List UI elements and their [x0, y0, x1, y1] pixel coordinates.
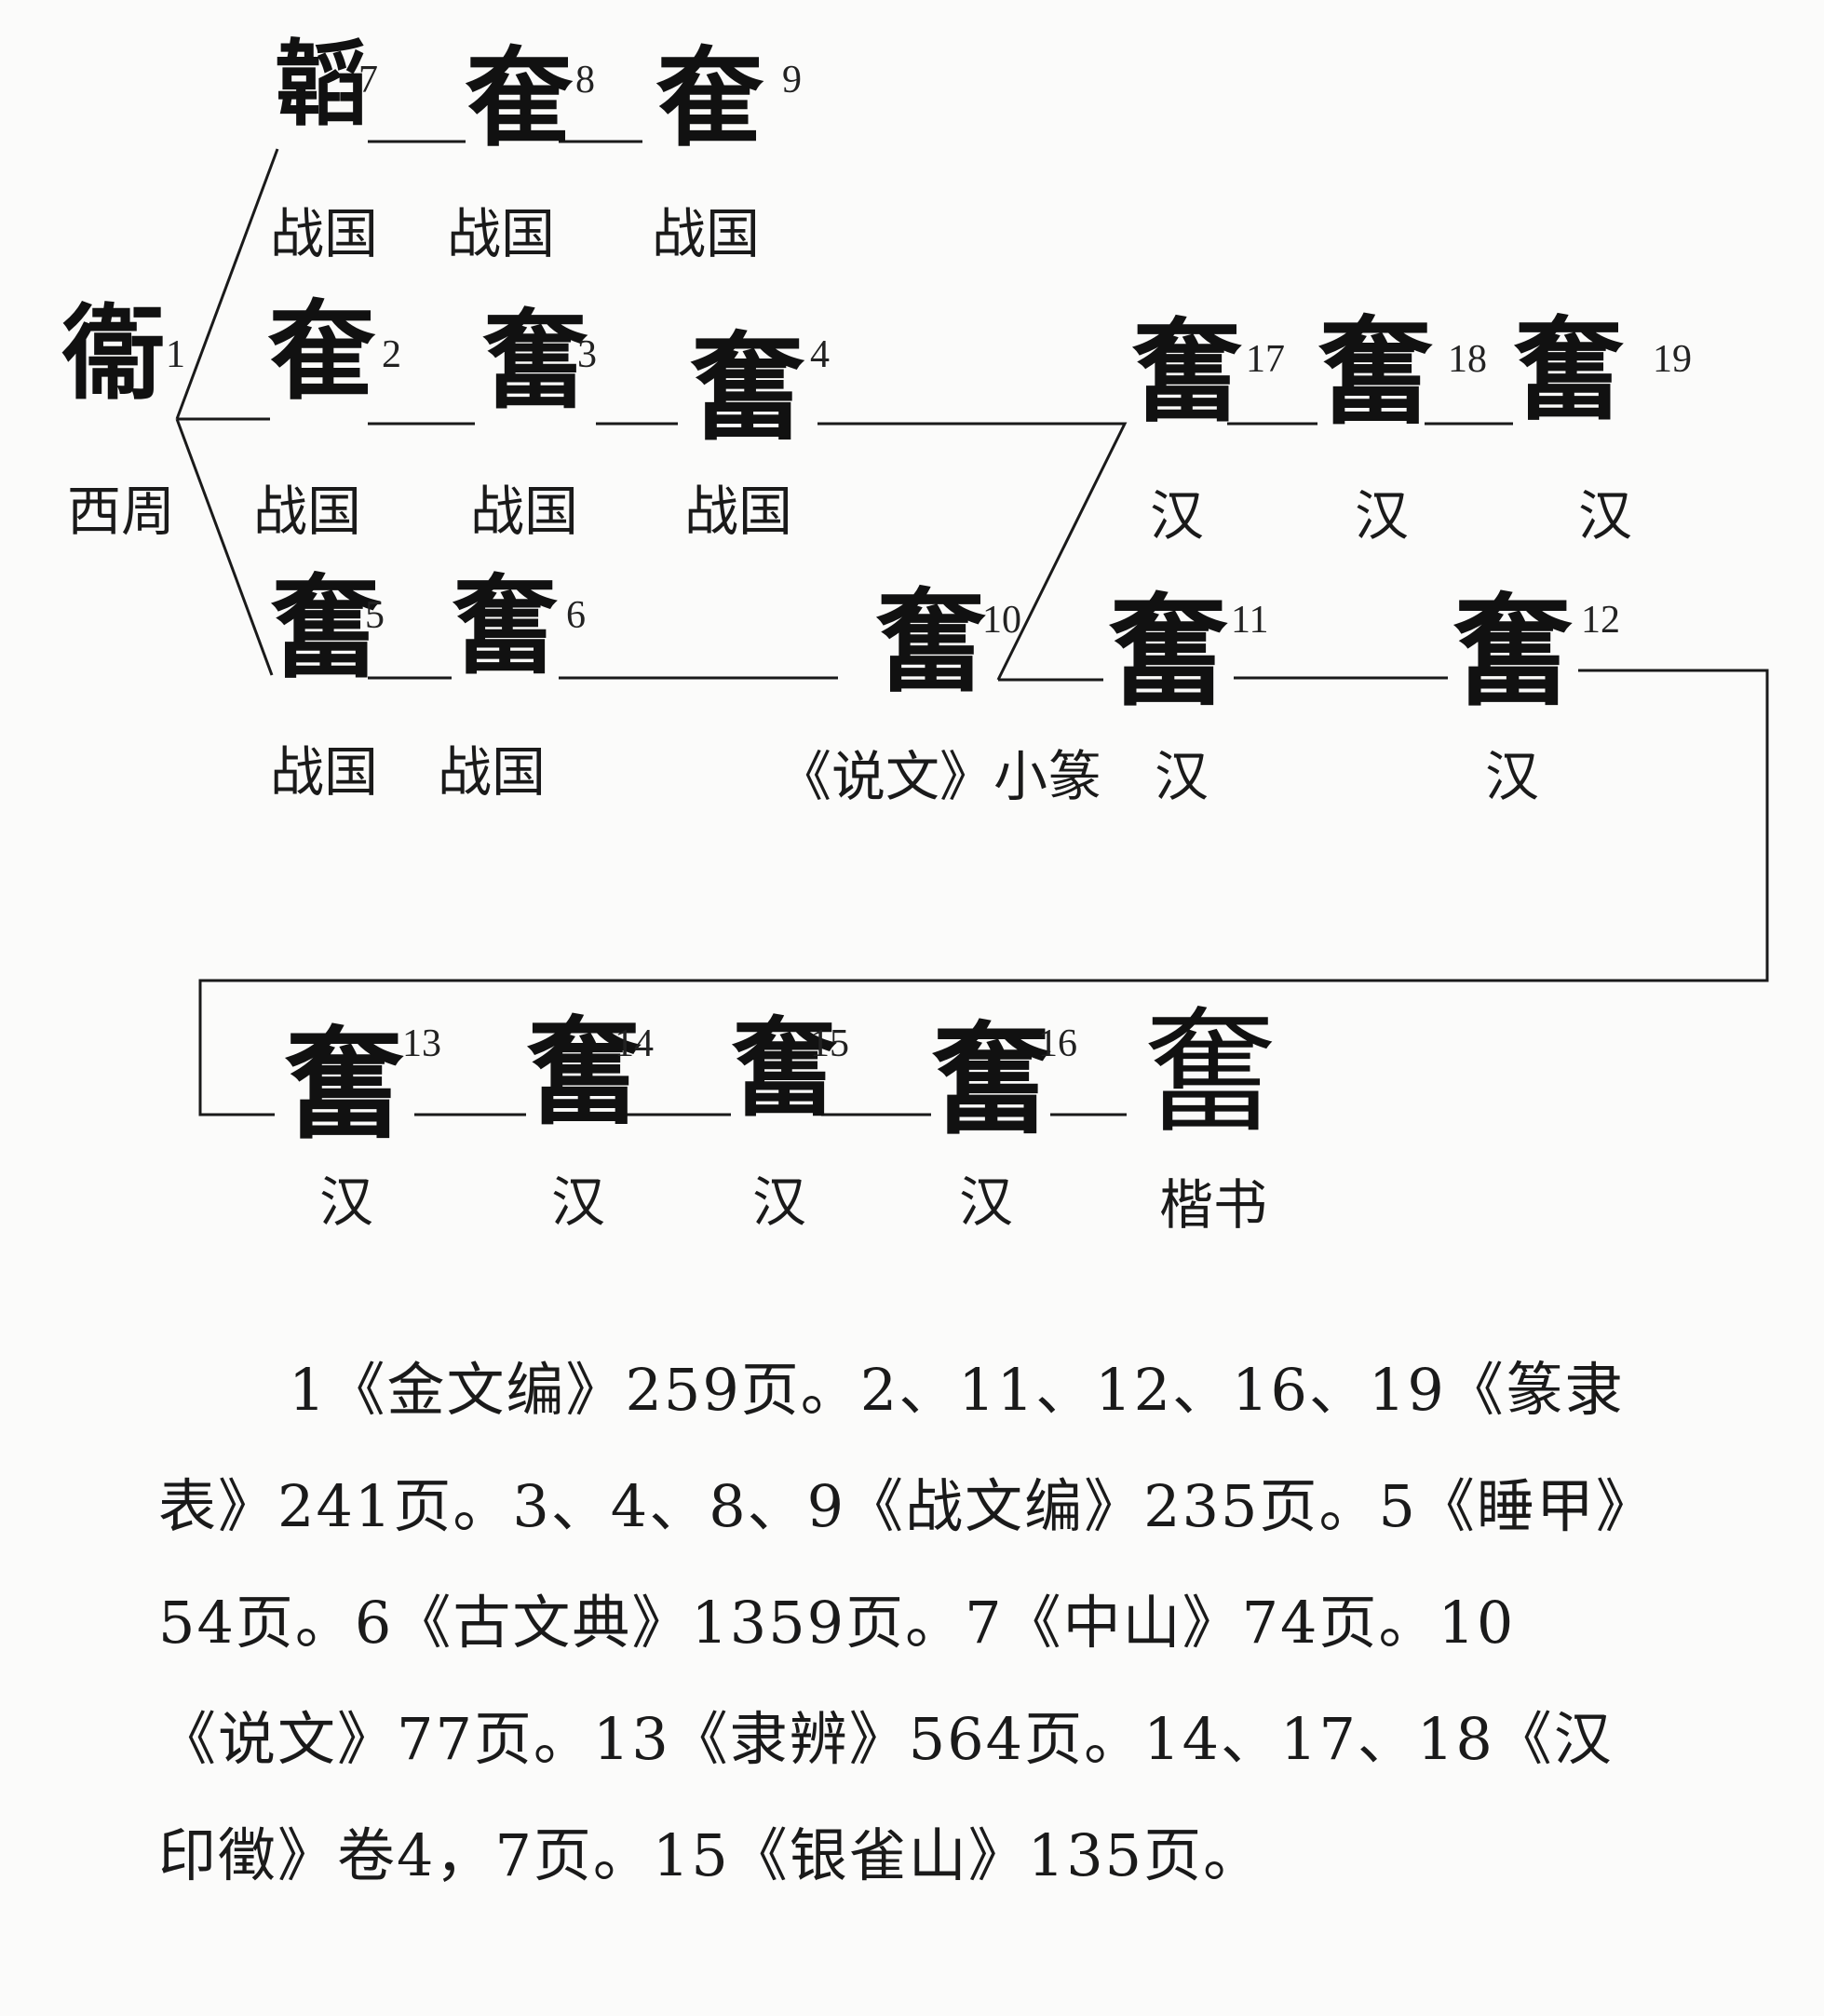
glyph-9-character: 奞: [656, 35, 764, 161]
glyph-12-number: 12: [1581, 599, 1620, 642]
glyph-10-number: 10: [982, 599, 1021, 642]
glyph-7-character: 韜: [275, 29, 368, 139]
glyph-1-era: 西周: [67, 480, 176, 543]
glyph-final-character: 奮: [1142, 994, 1278, 1152]
glyph-4-era: 战国: [684, 480, 793, 543]
connector-4-17-zigzag: [817, 422, 1128, 681]
glyph-8-era: 战国: [447, 202, 556, 265]
glyph-3-era: 战国: [470, 480, 579, 543]
glyph-10-era: 《说文》小篆: [777, 745, 1102, 808]
glyph-14-character: 奮: [526, 1005, 642, 1141]
glyph-12-era: 汉: [1485, 745, 1540, 808]
glyph-13-character: 奮: [283, 1013, 405, 1156]
glyph-18-character: 奮: [1317, 304, 1434, 440]
glyph-15-character: 奮: [731, 1006, 839, 1131]
branch-line-bottom: [175, 418, 274, 676]
glyph-14-number: 14: [615, 1022, 654, 1065]
glyph-4-character: 奮: [689, 320, 806, 456]
glyph-17-era: 汉: [1150, 484, 1205, 548]
glyph-11-number: 11: [1231, 599, 1269, 642]
evolution-diagram: [175, 140, 1769, 1116]
glyph-6-number: 6: [566, 594, 586, 637]
branch-line-top: [175, 148, 279, 420]
glyph-1-number: 1: [166, 333, 185, 376]
glyph-6-era: 战国: [438, 740, 547, 804]
glyph-18-number: 18: [1448, 338, 1487, 381]
glyph-final-era: 楷书: [1159, 1173, 1268, 1237]
source-notes: 1《金文编》259页。2、11、12、16、19《篆隶表》241页。3、4、8、…: [158, 1332, 1629, 1914]
glyph-4-number: 4: [810, 333, 830, 376]
glyph-12-character: 奮: [1452, 580, 1574, 723]
glyph-19-number: 19: [1653, 338, 1692, 381]
glyph-17-number: 17: [1246, 338, 1285, 381]
glyph-7-number: 7: [358, 59, 378, 101]
glyph-19-era: 汉: [1578, 484, 1633, 548]
glyph-2-character: 奞: [268, 289, 376, 414]
glyph-5-number: 5: [365, 594, 385, 637]
glyph-11-era: 汉: [1155, 745, 1209, 808]
glyph-13-era: 汉: [319, 1170, 374, 1234]
glyph-1-character: 衞: [62, 293, 165, 413]
glyph-2-era: 战国: [253, 480, 362, 543]
glyph-19-character: 奮: [1513, 304, 1625, 436]
glyph-5-era: 战国: [270, 740, 379, 804]
glyph-9-number: 9: [782, 59, 802, 101]
glyph-16-number: 16: [1038, 1022, 1077, 1065]
glyph-18-era: 汉: [1355, 484, 1410, 548]
glyph-3-number: 3: [577, 333, 597, 376]
glyph-5-character: 奮: [270, 562, 382, 694]
glyph-15-era: 汉: [752, 1170, 807, 1234]
glyph-9-era: 战国: [652, 202, 761, 265]
glyph-8-number: 8: [575, 59, 595, 101]
glyph-6-character: 奮: [452, 563, 560, 689]
glyph-13-number: 13: [402, 1022, 441, 1065]
glyph-10-character: 奮: [875, 576, 987, 708]
source-notes-text: 1《金文编》259页。2、11、12、16、19《篆隶表》241页。3、4、8、…: [158, 1356, 1627, 1889]
glyph-2-number: 2: [382, 333, 401, 376]
connector-12-13-loop: [198, 669, 1769, 1116]
glyph-14-era: 汉: [551, 1170, 606, 1234]
glyph-16-character: 奮: [931, 1008, 1053, 1151]
glyph-8-character: 奞: [466, 35, 574, 161]
glyph-15-number: 15: [810, 1022, 849, 1065]
glyph-11-character: 奮: [1107, 580, 1229, 723]
glyph-16-era: 汉: [959, 1170, 1014, 1234]
glyph-7-era: 战国: [270, 202, 379, 265]
glyph-3-character: 奮: [481, 298, 589, 424]
glyph-17-character: 奮: [1131, 306, 1243, 438]
